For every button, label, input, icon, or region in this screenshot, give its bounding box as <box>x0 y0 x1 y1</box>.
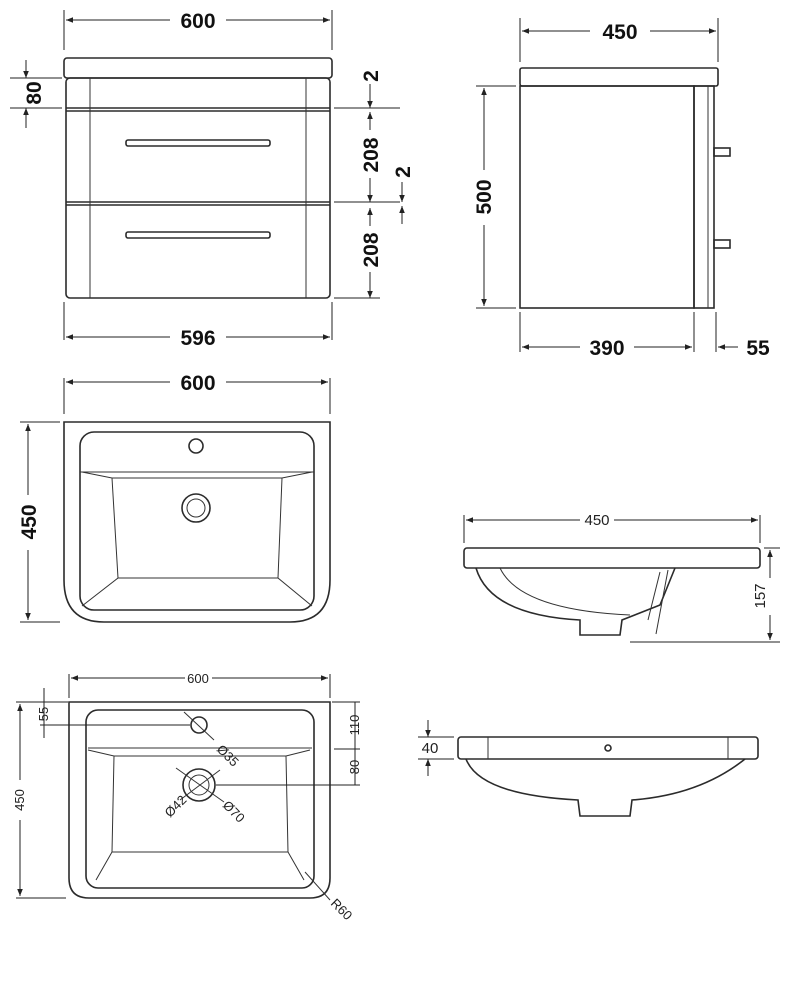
basin-front-view: 40 <box>418 720 759 817</box>
dim-profile-height: 157 <box>752 583 769 608</box>
dim-gap-mid: 2 <box>392 166 415 178</box>
dim-detail-depth: 450 <box>12 789 27 811</box>
dim-front-depth: 55 <box>746 337 770 360</box>
dim-width-top: 600 <box>180 10 215 33</box>
dim-profile-depth: 450 <box>584 512 609 529</box>
dim-basin-depth: 450 <box>18 504 41 539</box>
dim-worktop-height: 80 <box>23 81 46 104</box>
drawer-handle <box>125 139 271 147</box>
dim-width-bottom: 596 <box>180 327 215 350</box>
dim-depth: 450 <box>602 21 637 44</box>
dim-drawer-1: 208 <box>360 137 383 172</box>
dim-tap-offset: 55 <box>36 707 51 721</box>
label-tap-hole: Ø35 <box>214 742 242 770</box>
vanity-front-view: 600 596 80 2 208 2 208 <box>10 10 415 350</box>
label-corner-radius: R60 <box>328 896 355 923</box>
dim-rim-height: 40 <box>422 740 439 757</box>
basin-detail-view: 600 55 450 110 80 Ø35 Ø42 Ø70 R60 <box>12 671 362 923</box>
dim-body-depth: 390 <box>589 337 624 360</box>
basin-plan-view: 600 450 <box>18 372 331 623</box>
drawer-handle <box>125 231 271 239</box>
dim-basin-width: 600 <box>180 372 215 395</box>
dim-deck-to-waste: 80 <box>347 760 362 774</box>
dim-drawer-2: 208 <box>360 232 383 267</box>
dim-gap-top: 2 <box>360 70 383 82</box>
basin-profile-view: 450 157 <box>463 512 780 643</box>
dim-tap-to-deck: 110 <box>347 715 362 736</box>
vanity-side-view: 450 500 390 55 <box>473 18 770 360</box>
dim-detail-width: 600 <box>187 671 209 686</box>
dim-height: 500 <box>473 179 496 214</box>
